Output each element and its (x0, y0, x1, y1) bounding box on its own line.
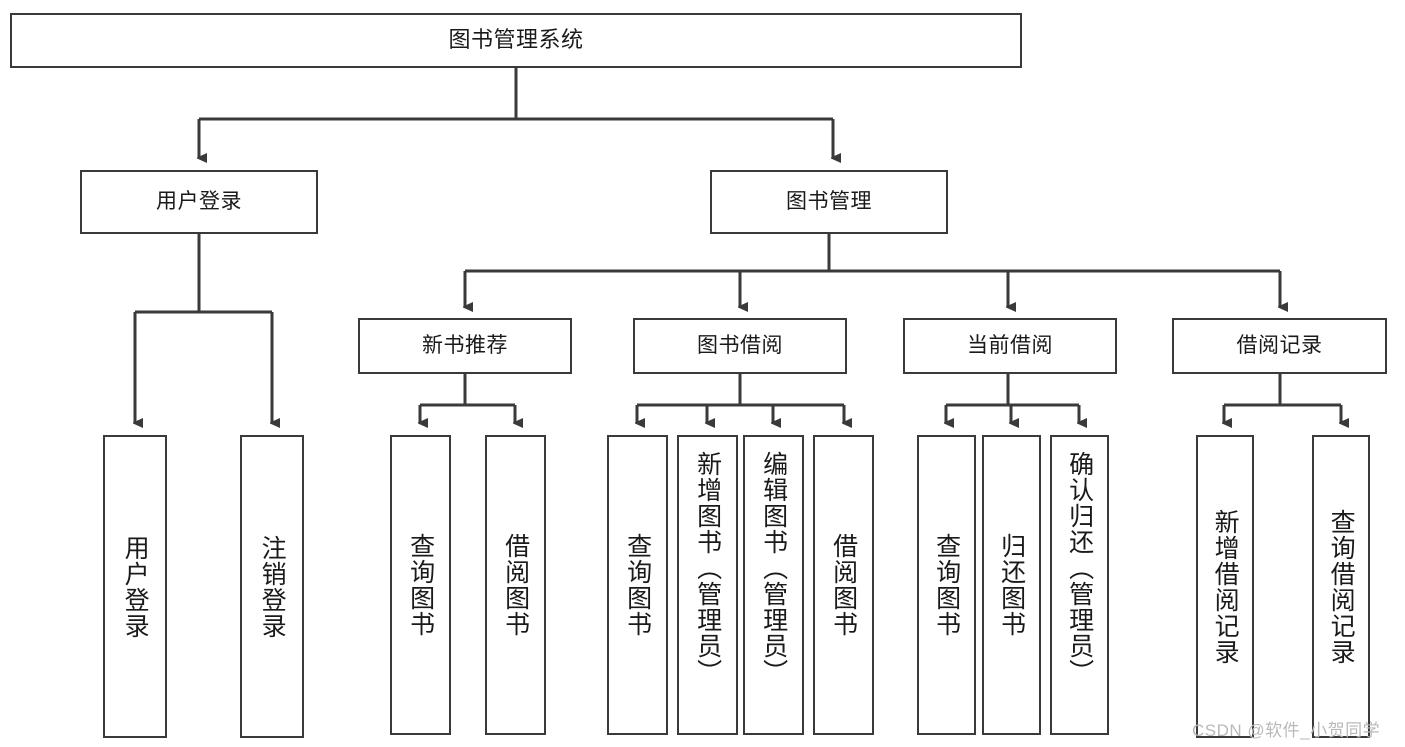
node-leaf-borrow-book-1-label: 借阅图书 (501, 533, 530, 637)
node-leaf-query-book-2-label: 查询图书 (623, 533, 652, 637)
node-leaf-user-login[interactable]: 用户登录 (103, 435, 167, 738)
node-leaf-add-record-label: 新增借阅记录 (1211, 508, 1240, 665)
node-leaf-add-book-label: 新增图书（管理员） (693, 451, 722, 685)
node-new-book-recommend-label: 新书推荐 (422, 333, 508, 357)
node-leaf-query-record-label: 查询借阅记录 (1327, 508, 1356, 665)
node-leaf-query-book-2[interactable]: 查询图书 (607, 435, 668, 735)
node-current-borrow-label: 当前借阅 (967, 333, 1053, 357)
node-leaf-user-logout-label: 注销登录 (258, 534, 287, 639)
node-leaf-query-book-1[interactable]: 查询图书 (390, 435, 451, 735)
node-book-borrow-label: 图书借阅 (697, 333, 783, 357)
node-root-label: 图书管理系统 (448, 27, 584, 53)
node-leaf-borrow-book-2-label: 借阅图书 (829, 533, 858, 637)
node-leaf-user-login-label: 用户登录 (121, 534, 150, 639)
node-leaf-add-record[interactable]: 新增借阅记录 (1196, 435, 1254, 738)
node-leaf-confirm-return[interactable]: 确认归还（管理员） (1050, 435, 1109, 735)
node-leaf-user-logout[interactable]: 注销登录 (240, 435, 304, 738)
node-current-borrow[interactable]: 当前借阅 (903, 318, 1117, 374)
node-leaf-query-book-1-label: 查询图书 (406, 533, 435, 637)
node-book-manage-label: 图书管理 (786, 189, 872, 213)
node-leaf-borrow-book-2[interactable]: 借阅图书 (813, 435, 874, 735)
node-user-login-label: 用户登录 (156, 189, 242, 213)
node-book-borrow[interactable]: 图书借阅 (633, 318, 847, 374)
node-leaf-add-book[interactable]: 新增图书（管理员） (677, 435, 738, 735)
node-leaf-confirm-return-label: 确认归还（管理员） (1065, 451, 1094, 685)
node-borrow-record-label: 借阅记录 (1236, 333, 1323, 357)
csdn-watermark: CSDN @软件_小贺同学 (1192, 721, 1381, 740)
node-leaf-query-book-3[interactable]: 查询图书 (917, 435, 976, 735)
node-borrow-record[interactable]: 借阅记录 (1172, 318, 1387, 374)
node-book-manage[interactable]: 图书管理 (710, 170, 948, 234)
node-leaf-return-book-label: 归还图书 (997, 533, 1026, 637)
node-leaf-edit-book-label: 编辑图书（管理员） (759, 451, 788, 685)
node-root[interactable]: 图书管理系统 (10, 13, 1022, 68)
node-leaf-edit-book[interactable]: 编辑图书（管理员） (743, 435, 804, 735)
node-leaf-query-book-3-label: 查询图书 (932, 533, 961, 637)
node-leaf-borrow-book-1[interactable]: 借阅图书 (485, 435, 546, 735)
node-leaf-query-record[interactable]: 查询借阅记录 (1312, 435, 1370, 738)
node-new-book-recommend[interactable]: 新书推荐 (358, 318, 572, 374)
node-user-login[interactable]: 用户登录 (80, 170, 318, 234)
node-leaf-return-book[interactable]: 归还图书 (982, 435, 1041, 735)
